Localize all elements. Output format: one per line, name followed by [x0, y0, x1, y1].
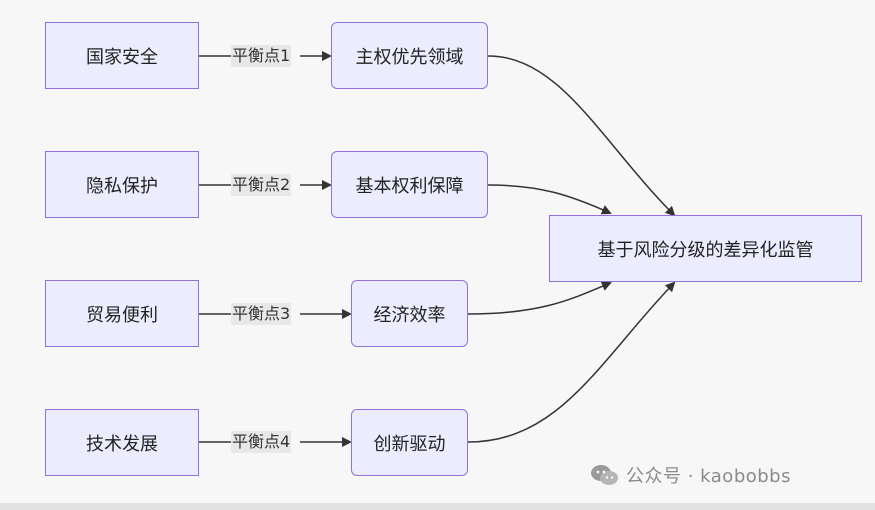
- node-basic-rights: 基本权利保障: [331, 151, 488, 218]
- node-privacy-protection: 隐私保护: [45, 151, 199, 218]
- node-tech-development: 技术发展: [45, 409, 199, 476]
- edge-4-to-target: [467, 281, 676, 443]
- edge-label-1: 平衡点1: [231, 45, 292, 67]
- edge-label-4: 平衡点4: [231, 431, 292, 453]
- node-sovereignty-priority: 主权优先领域: [331, 22, 488, 89]
- node-trade-facilitation: 贸易便利: [45, 280, 199, 347]
- watermark-text: 公众号 · kaobobbs: [626, 466, 791, 487]
- node-risk-based-regulation: 基于风险分级的差异化监管: [549, 215, 862, 282]
- edge-3-to-target: [467, 281, 612, 315]
- watermark: 公众号 · kaobobbs: [590, 462, 791, 488]
- bottom-divider: [0, 503, 875, 510]
- node-innovation-driven: 创新驱动: [351, 409, 468, 476]
- node-national-security: 国家安全: [45, 22, 199, 89]
- edge-2-to-target: [487, 184, 612, 215]
- edge-1-to-target: [487, 55, 676, 217]
- edge-label-3: 平衡点3: [231, 303, 292, 325]
- wechat-icon: [591, 465, 618, 485]
- edge-label-2: 平衡点2: [231, 174, 292, 196]
- node-economic-efficiency: 经济效率: [351, 280, 468, 347]
